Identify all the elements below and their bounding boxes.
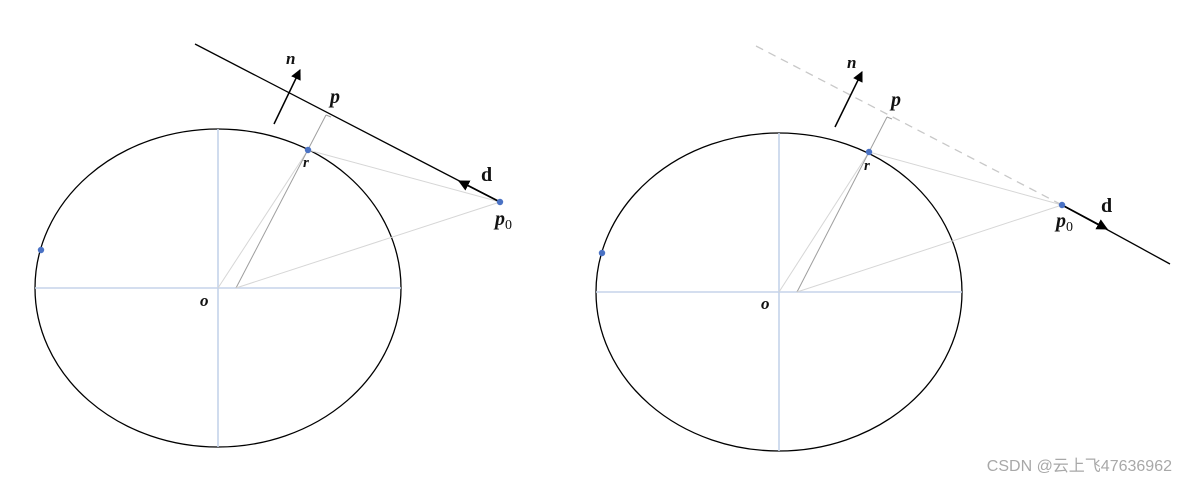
left-normal-arrow [273, 69, 301, 125]
right-o-to-p [796, 116, 888, 293]
left-r-to-p0 [307, 149, 501, 203]
right-p-perp [886, 116, 893, 120]
right-label-r: r [864, 158, 870, 174]
left-point-r [304, 146, 312, 154]
left-o-to-p0 [235, 201, 501, 289]
left-label-n: n [286, 49, 295, 68]
left-point-on-ellipse [37, 246, 45, 254]
left-point-p0 [496, 198, 504, 206]
right-r-to-p0 [868, 151, 1063, 206]
right-tangent-dashed [755, 45, 1063, 206]
left-o-to-r [217, 149, 309, 289]
right-direction-arrow [1061, 204, 1108, 230]
right-o-to-p0 [796, 204, 1063, 293]
right-diagram: n p r d p0 o [595, 45, 1171, 452]
right-label-p: p [889, 89, 901, 111]
left-label-d: d [481, 164, 492, 186]
left-p-perp [325, 114, 332, 118]
right-point-on-ellipse [598, 249, 606, 257]
right-normal-arrow [834, 71, 863, 128]
left-label-r: r [303, 155, 309, 171]
left-diagram: n p r d p0 o [34, 43, 512, 448]
left-label-p0-base: p [493, 208, 505, 230]
right-label-p0: p0 [1054, 210, 1073, 235]
right-label-p0-base: p [1054, 210, 1066, 232]
watermark: CSDN @云上飞47636962 [986, 458, 1172, 475]
left-label-o: o [200, 291, 209, 310]
right-point-r [865, 148, 873, 156]
left-label-p0: p0 [493, 208, 512, 233]
right-o-to-r [778, 151, 870, 293]
right-label-o: o [761, 294, 770, 313]
right-label-p0-sub: 0 [1066, 220, 1073, 235]
left-direction-arrow [458, 180, 501, 203]
left-label-p: p [328, 86, 340, 108]
left-tangent-line [194, 43, 501, 203]
left-label-p0-sub: 0 [505, 218, 512, 233]
right-label-d: d [1101, 195, 1112, 217]
left-o-to-p [235, 114, 327, 289]
right-point-p0 [1058, 201, 1066, 209]
right-label-n: n [847, 53, 856, 72]
